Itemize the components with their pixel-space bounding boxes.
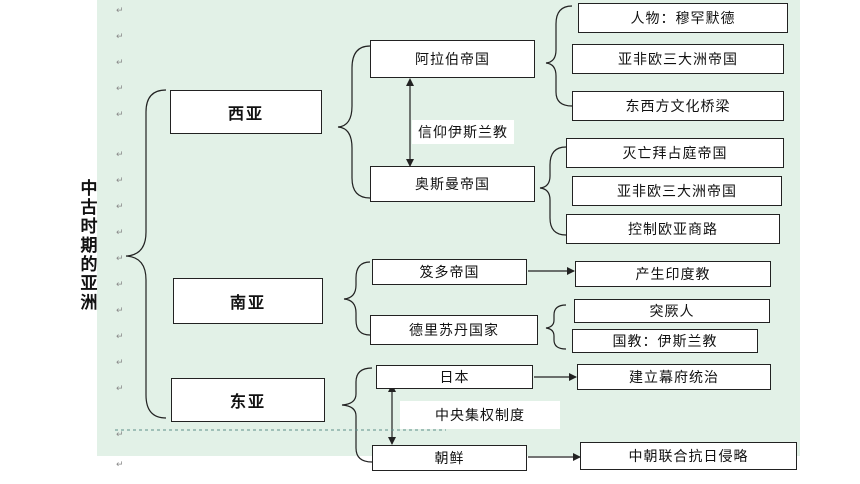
gupta-empire-box: 笈多帝国 [372, 259, 527, 285]
arab-item-1: 人物：穆罕默德 [578, 3, 788, 33]
paragraph-mark: ↵ [116, 460, 124, 470]
paragraph-mark: ↵ [116, 150, 124, 160]
main-brace [125, 89, 167, 419]
paragraph-mark: ↵ [116, 358, 124, 368]
paragraph-mark: ↵ [116, 84, 124, 94]
japan-result: 建立幕府统治 [577, 364, 771, 390]
west-asia-brace [337, 45, 371, 199]
west-link-label: 信仰伊斯兰教 [412, 120, 514, 144]
paragraph-mark: ↵ [116, 430, 124, 440]
delhi-items-brace [545, 304, 567, 350]
paragraph-mark: ↵ [116, 32, 124, 42]
paragraph-mark: ↵ [116, 110, 124, 120]
arab-items-brace [545, 5, 573, 107]
arab-item-3: 东西方文化桥梁 [572, 91, 784, 121]
paragraph-mark: ↵ [116, 228, 124, 238]
paragraph-mark: ↵ [116, 6, 124, 16]
japan-box: 日本 [376, 365, 533, 389]
paragraph-mark: ↵ [116, 306, 124, 316]
arab-empire-box: 阿拉伯帝国 [370, 40, 535, 78]
delhi-item-1: 突厥人 [574, 299, 770, 323]
paragraph-mark: ↵ [116, 58, 124, 68]
east-asia-brace [341, 367, 373, 463]
delhi-sultanate-box: 德里苏丹国家 [370, 315, 538, 345]
paragraph-mark: ↵ [116, 176, 124, 186]
south-asia-brace [343, 261, 371, 336]
region-west-asia: 西亚 [170, 90, 322, 134]
ottoman-empire-box: 奥斯曼帝国 [370, 166, 535, 202]
paragraph-mark: ↵ [116, 384, 124, 394]
ottoman-item-1: 灭亡拜占庭帝国 [566, 138, 784, 168]
diagram-title: 中 古 时 期 的 亚 洲 [80, 179, 98, 313]
korea-result: 中朝联合抗日侵略 [580, 442, 797, 470]
ottoman-item-2: 亚非欧三大洲帝国 [572, 176, 782, 206]
paragraph-mark: ↵ [116, 254, 124, 264]
arab-item-2: 亚非欧三大洲帝国 [572, 44, 784, 74]
ottoman-items-brace [539, 146, 567, 236]
korea-box: 朝鲜 [372, 445, 527, 471]
region-east-asia: 东亚 [171, 378, 325, 422]
paragraph-mark: ↵ [116, 280, 124, 290]
east-link-label: 中央集权制度 [400, 401, 560, 429]
paragraph-mark: ↵ [116, 202, 124, 212]
region-south-asia: 南亚 [173, 278, 323, 324]
paragraph-mark: ↵ [116, 332, 124, 342]
delhi-item-2: 国教：伊斯兰教 [572, 329, 758, 353]
ottoman-item-3: 控制欧亚商路 [566, 214, 780, 244]
gupta-result: 产生印度教 [575, 261, 771, 287]
